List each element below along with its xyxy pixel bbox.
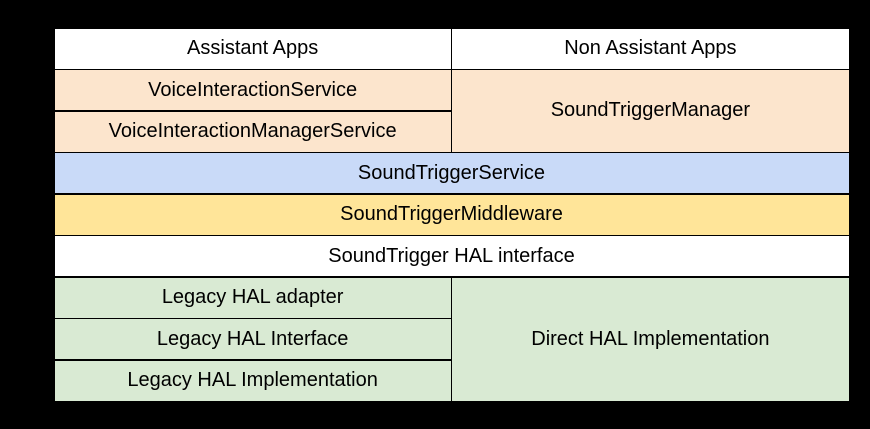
layer-sound-trigger-middleware: SoundTriggerMiddleware (54, 194, 849, 235)
layer-sound-trigger-manager: SoundTriggerManager (452, 70, 849, 152)
layer-voice-interaction-manager-service: VoiceInteractionManagerService (54, 111, 451, 152)
layer-non-assistant-apps: Non Assistant Apps (452, 28, 849, 69)
layer-sound-trigger-hal-interface: SoundTrigger HAL interface (54, 236, 849, 276)
soundtrigger-stack-diagram: Assistant Apps Non Assistant Apps VoiceI… (53, 27, 850, 402)
layer-sound-trigger-service: SoundTriggerService (54, 153, 849, 193)
layer-legacy-hal-implementation: Legacy HAL Implementation (54, 360, 451, 401)
layer-direct-hal-implementation: Direct HAL Implementation (452, 277, 849, 401)
layer-assistant-apps: Assistant Apps (54, 28, 451, 69)
layer-voice-interaction-service: VoiceInteractionService (54, 70, 451, 110)
layer-legacy-hal-interface: Legacy HAL Interface (54, 319, 451, 359)
layer-legacy-hal-adapter: Legacy HAL adapter (54, 277, 451, 318)
